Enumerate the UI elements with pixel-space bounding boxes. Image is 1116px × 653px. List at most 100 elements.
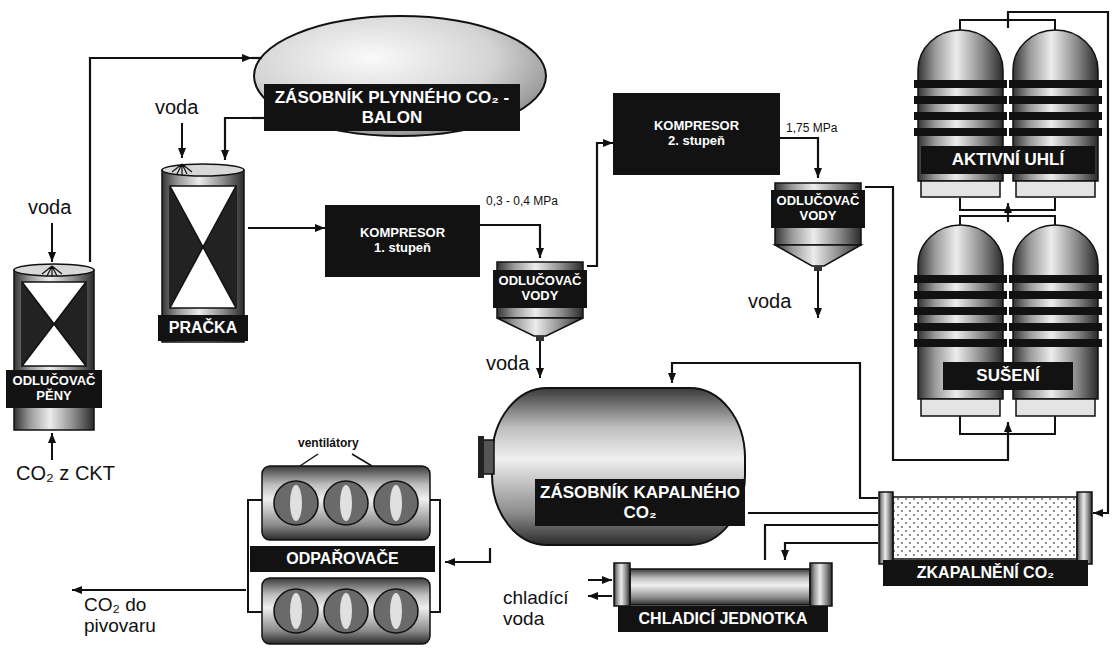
foam-separator-drawing <box>22 282 86 366</box>
carbon-filter-drawing <box>921 181 1000 197</box>
cooling-unit-drawing <box>588 579 612 581</box>
carbon-filter-drawing <box>914 96 1007 104</box>
evaporator-drawing <box>72 589 246 591</box>
evaporator-drawing <box>300 454 372 466</box>
equipment-label: ZÁSOBNÍK PLYNNÉHO CO₂ - BALON <box>267 88 517 127</box>
label-band: ZKAPALNĚNÍ CO₂ <box>883 560 1088 586</box>
dryer-drawing <box>914 275 1007 283</box>
gas-balloon-drawing <box>254 16 546 136</box>
annotation-label: CO₂ z CKT <box>16 462 115 484</box>
cooling-unit-drawing <box>810 563 832 606</box>
dryer-drawing <box>1009 339 1102 347</box>
evaporator-drawing <box>274 481 318 525</box>
label-band: ODLUČOVAČ VODY <box>493 270 587 308</box>
dryer-drawing <box>1009 275 1102 283</box>
evaporator-drawing <box>340 485 352 521</box>
cooling-unit: CHLADICÍ JEDNOTKA <box>613 560 833 645</box>
equipment-label: KOMPRESOR 2. stupeň <box>649 119 744 149</box>
foam-separator-drawing <box>42 266 62 277</box>
gas-balloon-drawing <box>252 16 546 136</box>
scrubber-drawing <box>170 186 236 308</box>
cooling-unit-drawing <box>588 563 832 606</box>
scrubber-column: PRAČKA <box>158 160 248 348</box>
annotation-label: voda <box>748 290 791 312</box>
dryer-drawing <box>1009 291 1102 299</box>
scrubber-drawing <box>162 164 244 176</box>
flow-pipe <box>748 512 878 514</box>
carbon-filter-drawing <box>914 20 1102 210</box>
pressure-label: 0,3 - 0,4 MPa <box>484 194 560 208</box>
annotation-label: voda <box>28 196 71 218</box>
scrubber-drawing <box>170 186 236 308</box>
cooling-unit-drawing <box>630 569 810 605</box>
scrubber-drawing <box>203 186 236 308</box>
annotation-label: voda <box>155 96 198 118</box>
foam-separator-drawing <box>51 223 53 262</box>
evaporator-drawing <box>390 593 402 629</box>
carbon-filter-drawing <box>1009 96 1102 104</box>
water-separator: ODLUČOVAČ VODY <box>493 258 587 340</box>
flow-pipe <box>1008 12 1108 513</box>
cooling-unit-drawing <box>588 595 612 597</box>
carbon-filter-drawing <box>914 128 1007 136</box>
liquid-tank-drawing <box>492 388 745 545</box>
gas-balloon-drawing <box>252 57 262 59</box>
equipment-label: ODLUČOVAČ VODY <box>774 194 862 224</box>
scrubber-drawing <box>162 123 244 342</box>
scrubber-drawing <box>170 186 203 308</box>
label-band: SUŠENÍ <box>943 362 1073 390</box>
equipment-label: KOMPRESOR 1. stupeň <box>355 226 450 256</box>
water-separator-drawing <box>536 336 544 341</box>
activated-carbon-filter: AKTIVNÍ UHLÍ <box>913 28 1103 203</box>
foam-separator-drawing <box>54 282 86 366</box>
liquefier-drawing <box>893 497 1077 559</box>
flow-pipe <box>445 548 490 562</box>
dryer-drawing <box>914 291 1007 299</box>
flow-pipe <box>765 525 878 560</box>
water-separator-drawing <box>497 318 583 336</box>
liquefier-drawing <box>879 492 1092 564</box>
equipment-label: PRAČKA <box>161 319 245 337</box>
evaporator-drawing <box>290 593 302 629</box>
flow-pipe <box>90 58 252 262</box>
liquid-tank-drawing <box>478 436 484 478</box>
scrubber-drawing <box>181 123 183 158</box>
water-separator-drawing <box>497 183 861 378</box>
flow-pipe <box>248 227 325 229</box>
carbon-filter-drawing <box>1016 181 1095 197</box>
equipment-label: SUŠENÍ <box>946 366 1070 386</box>
evaporator-drawing <box>274 589 318 633</box>
evaporator-drawing <box>374 589 418 633</box>
label-band: KOMPRESOR 1. stupeň <box>325 205 480 277</box>
scrubber-drawing <box>172 164 192 175</box>
label-band: AKTIVNÍ UHLÍ <box>921 146 1095 174</box>
evaporator-drawing <box>324 589 368 633</box>
foam-separator: ODLUČOVAČ PĚNY <box>6 262 102 437</box>
water-separator-drawing <box>539 341 541 378</box>
foam-separator-drawing <box>14 264 94 276</box>
liquid-co2-tank: ZÁSOBNÍK KAPALNÉHO CO₂ <box>478 383 748 548</box>
flow-pipe <box>587 143 613 266</box>
cooling-unit-drawing <box>614 563 630 606</box>
foam-separator-drawing <box>22 282 86 366</box>
evaporator-drawing <box>72 454 440 644</box>
carbon-filter-drawing <box>1009 80 1102 88</box>
label-band: CHLADICÍ JEDNOTKA <box>618 606 828 632</box>
equipment-label: ZKAPALNĚNÍ CO₂ <box>886 564 1085 582</box>
label-band: KOMPRESOR 2. stupeň <box>613 93 780 175</box>
evaporator-unit: ODPAŘOVAČE <box>240 458 445 646</box>
carbon-filter-drawing <box>914 112 1007 120</box>
dryer-drawing <box>1016 399 1095 416</box>
liquefier-drawing <box>1077 492 1092 564</box>
dryer-drawing <box>921 399 1000 416</box>
flow-pipe <box>225 118 252 160</box>
dryer-drawing <box>914 339 1007 347</box>
flow-pipe <box>672 363 878 498</box>
dryer-drawing <box>914 216 1102 434</box>
dryer-drawing <box>914 307 1007 315</box>
label-band: ODLUČOVAČ PĚNY <box>6 370 102 408</box>
evaporator-drawing <box>374 481 418 525</box>
equipment-label: ODLUČOVAČ VODY <box>496 274 584 304</box>
